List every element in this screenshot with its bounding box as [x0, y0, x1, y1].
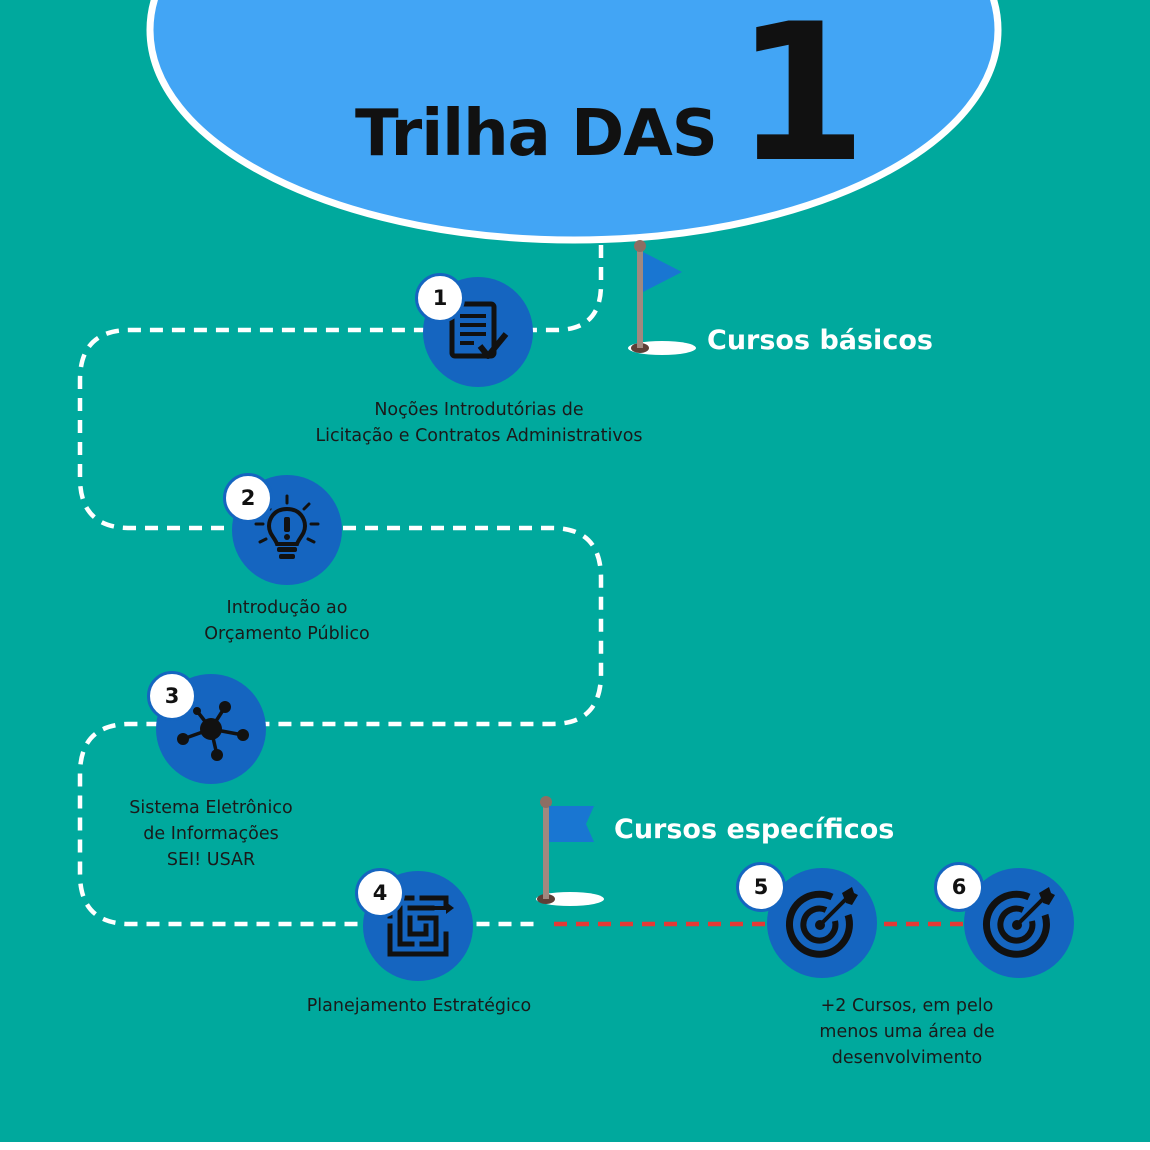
step-3-caption-line: de Informações — [143, 824, 279, 844]
step-1-caption: Noções Introdutórias de Licitação e Cont… — [279, 397, 679, 449]
target-arrow-icon — [785, 887, 858, 958]
section-label-specific: Cursos específicos — [614, 814, 895, 845]
step-1-caption-line: Noções Introdutórias de — [374, 400, 584, 420]
step-4-number: 4 — [355, 868, 405, 918]
network-nodes-icon — [177, 701, 249, 761]
step-3-caption-line: Sistema Eletrônico — [129, 798, 293, 818]
title-number: 1 — [734, 0, 868, 204]
step-2-caption: Introdução ao Orçamento Público — [137, 595, 437, 647]
step-4-caption-line: Planejamento Estratégico — [306, 996, 532, 1016]
page-title: Trilha DAS 1 — [355, 0, 868, 204]
checklist-document-icon — [449, 301, 509, 359]
step-3-caption-line: SEI! USAR — [166, 850, 256, 870]
dashed-path-basic — [77, 245, 604, 927]
step-1-caption-line: Licitação e Contratos Administrativos — [315, 426, 643, 446]
step-2-caption-line: Introdução ao — [226, 598, 348, 618]
step-2-caption-line: Orçamento Público — [204, 624, 370, 644]
extra-caption-line: +2 Cursos, em pelo — [820, 996, 994, 1016]
step-5-number: 5 — [736, 862, 786, 912]
extra-caption-line: menos uma área de — [819, 1022, 995, 1042]
title-oval — [146, 0, 1002, 244]
title-text: Trilha DAS — [355, 97, 718, 171]
step-3-number: 3 — [147, 671, 197, 721]
extra-courses-caption: +2 Cursos, em pelo menos uma área de des… — [757, 993, 1057, 1071]
step-1-number: 1 — [415, 273, 465, 323]
step-2-number: 2 — [223, 473, 273, 523]
target-arrow-icon — [982, 887, 1055, 958]
step-6-number: 6 — [934, 862, 984, 912]
extra-caption-line: desenvolvimento — [831, 1048, 983, 1068]
step-3-caption: Sistema Eletrônico de Informações SEI! U… — [61, 795, 361, 873]
flag-specific-icon — [536, 796, 604, 906]
section-label-basic: Cursos básicos — [707, 325, 933, 356]
step-4-caption: Planejamento Estratégico — [269, 993, 569, 1019]
flag-basic-icon — [628, 240, 696, 355]
